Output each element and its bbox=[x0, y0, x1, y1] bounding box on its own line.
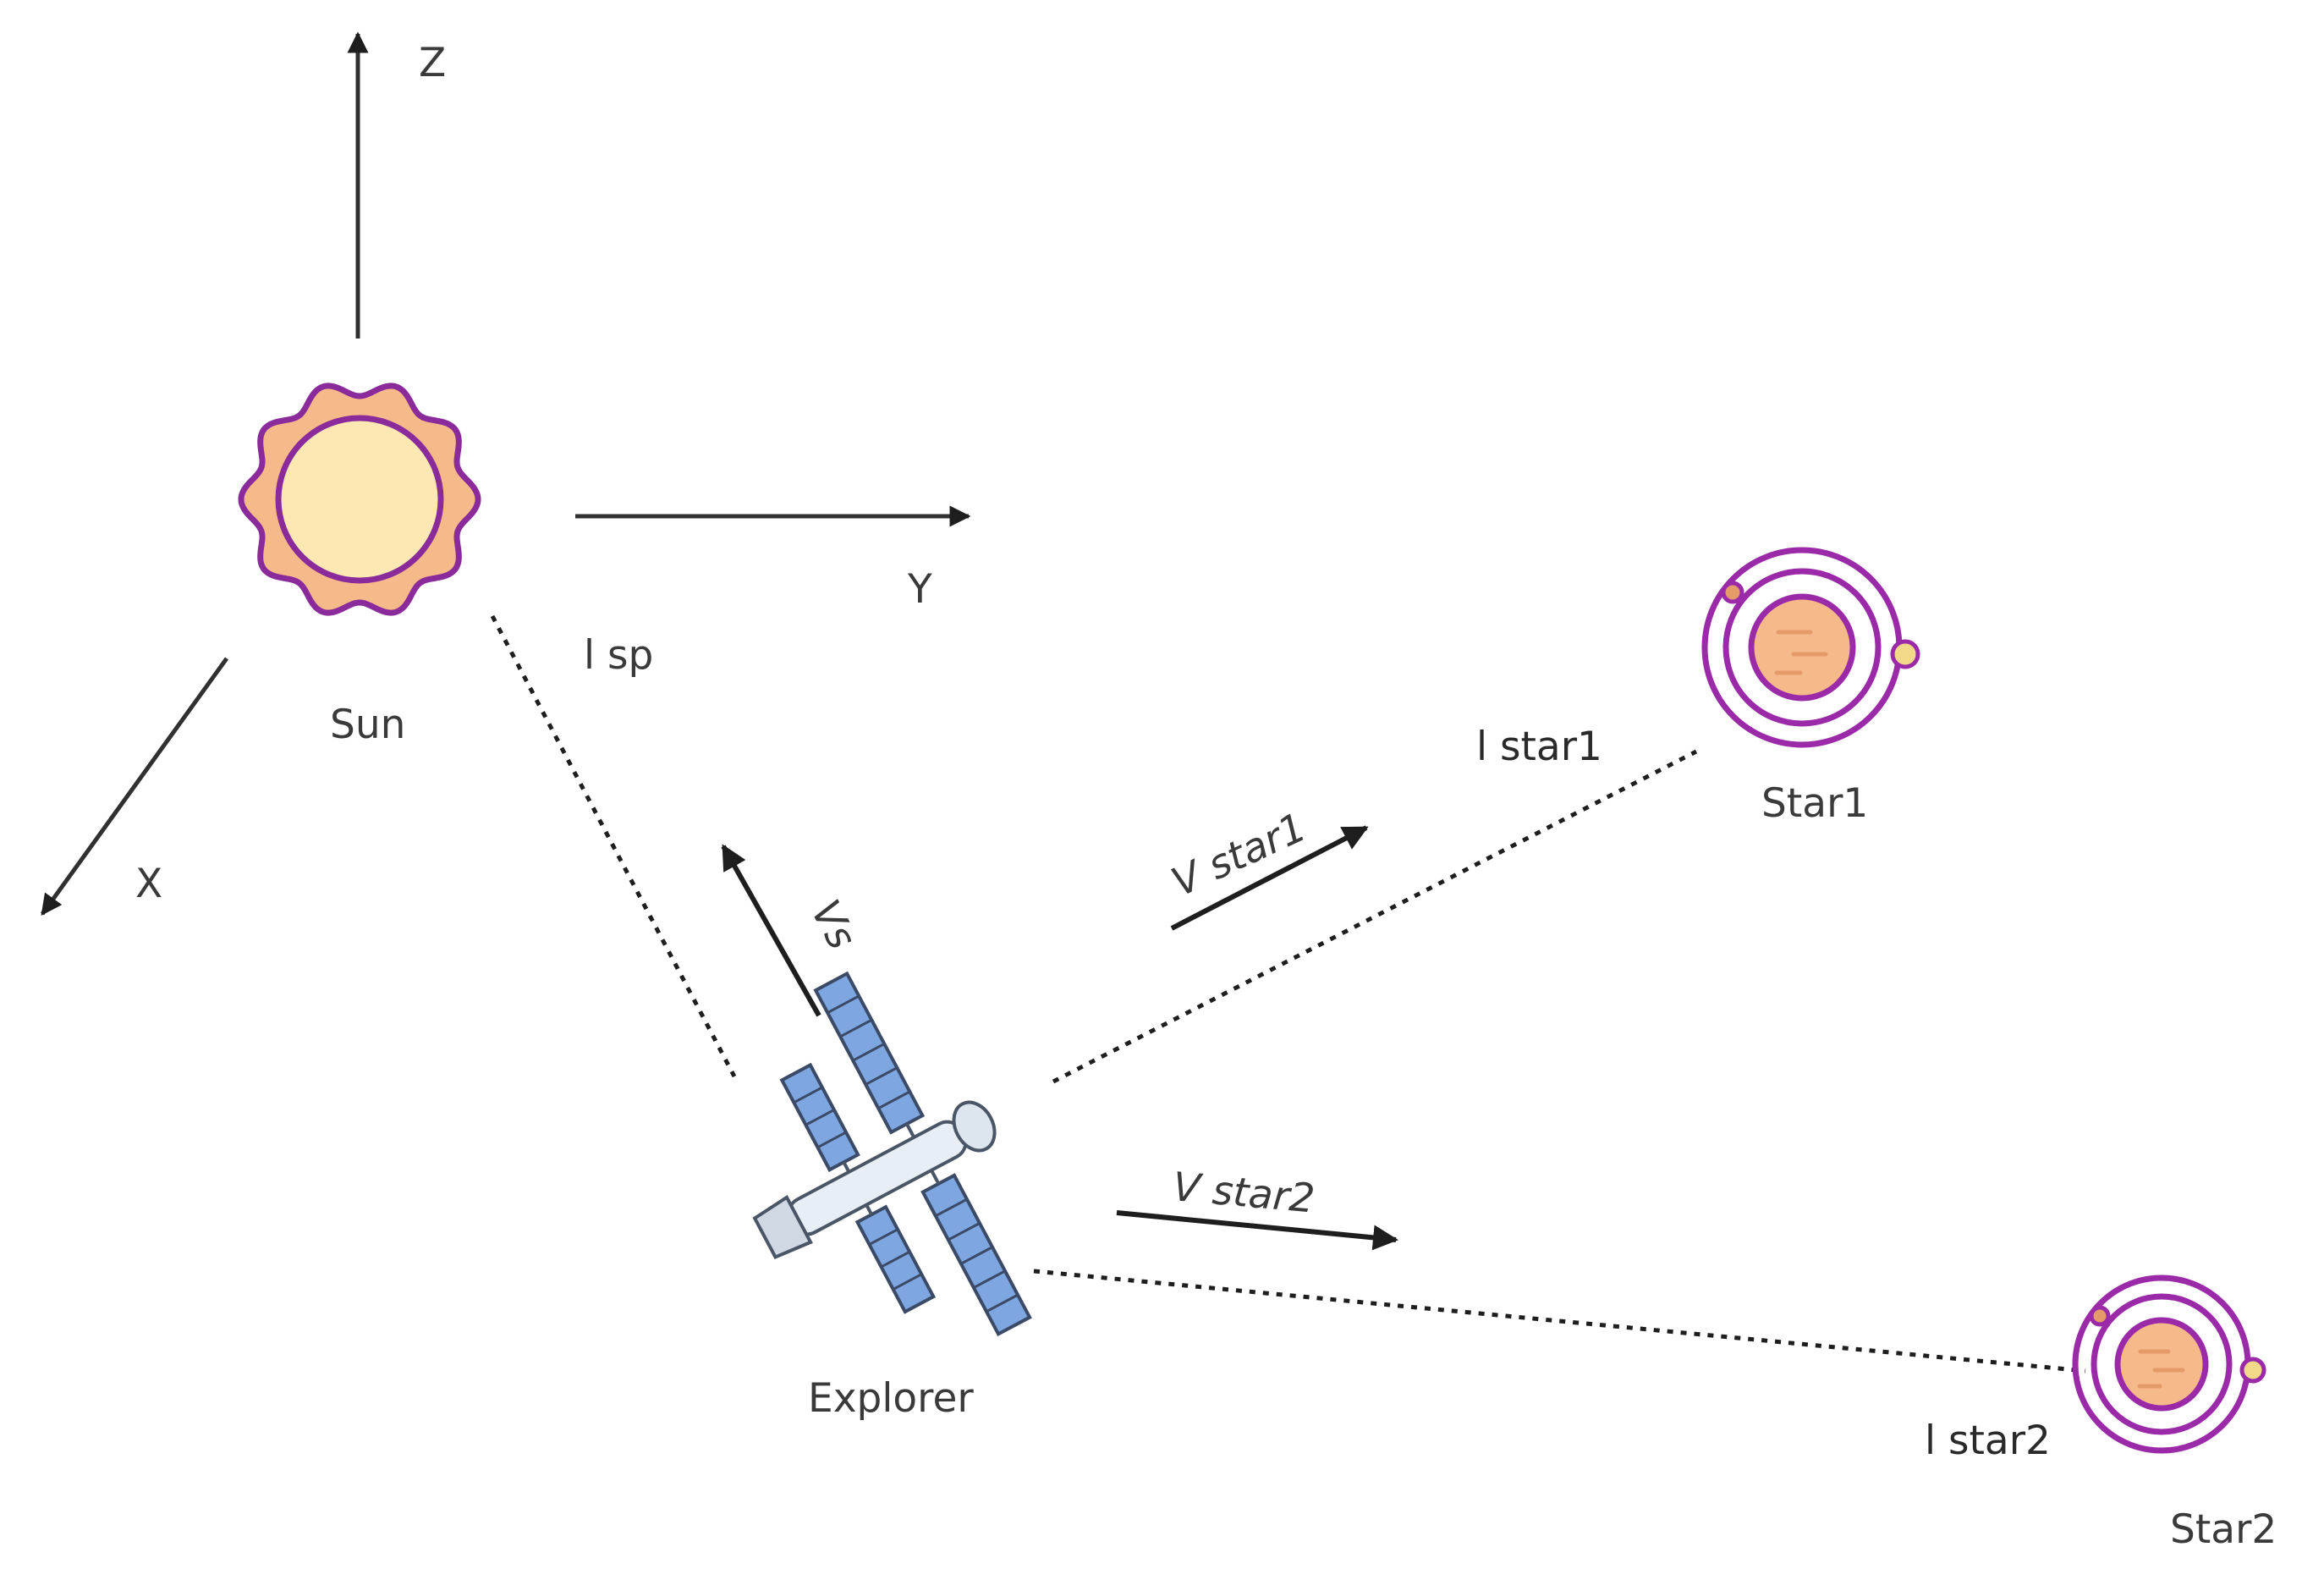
vs-vector-arrow bbox=[721, 844, 821, 1017]
coordinate-axes: Z Y X bbox=[40, 31, 971, 917]
star1-moon-left bbox=[1721, 581, 1744, 604]
satellite-strut bbox=[842, 1161, 851, 1173]
star2-moon-right bbox=[2239, 1357, 2266, 1384]
sun-icon bbox=[238, 383, 481, 616]
sun-explorer-line bbox=[490, 614, 737, 1078]
l-sp-label: l sp bbox=[584, 632, 653, 679]
star2-label: Star2 bbox=[2170, 1506, 2277, 1553]
vstar2-label: V star2 bbox=[1171, 1164, 1316, 1222]
satellite-strut bbox=[905, 1123, 916, 1138]
star1-moon-right bbox=[1890, 639, 1920, 669]
solar-panel-lower-right bbox=[920, 1173, 1032, 1337]
explorer-label: Explorer bbox=[808, 1375, 974, 1422]
l-star2-label: l star2 bbox=[1925, 1418, 2051, 1464]
star1-planet bbox=[1748, 593, 1856, 702]
y-axis-label: Y bbox=[907, 566, 932, 613]
vs-label: Vs bbox=[801, 893, 865, 957]
l-star1-label: l star1 bbox=[1476, 724, 1602, 770]
sun-label: Sun bbox=[330, 702, 405, 748]
vstar1-vector-arrow bbox=[1170, 825, 1369, 931]
star1-icon bbox=[1701, 547, 1920, 748]
star1-label: Star1 bbox=[1761, 780, 1868, 827]
star2-planet bbox=[2114, 1317, 2209, 1412]
satellite-nose bbox=[752, 1194, 813, 1259]
solar-panel-upper-left bbox=[779, 1062, 860, 1172]
star2-icon bbox=[2072, 1274, 2266, 1454]
satellite-engine bbox=[952, 1100, 997, 1153]
z-axis-label: Z bbox=[419, 40, 446, 86]
solar-panel-lower-left bbox=[854, 1204, 937, 1314]
sun-core bbox=[275, 415, 444, 584]
x-axis-label: X bbox=[135, 861, 162, 907]
x-axis-arrow bbox=[40, 657, 229, 917]
explorer-satellite-icon bbox=[752, 971, 1032, 1337]
satellite-strut bbox=[930, 1169, 941, 1185]
explorer-star1-line bbox=[1052, 749, 1698, 1084]
satellite-strut bbox=[865, 1203, 873, 1216]
solar-panel-upper-right bbox=[813, 971, 926, 1135]
explorer-star2-line bbox=[1033, 1269, 2086, 1374]
star1-inner-orbit bbox=[1722, 568, 1882, 727]
star2-moon-left bbox=[2089, 1305, 2111, 1327]
vs-label-text: Vs bbox=[801, 893, 865, 957]
star2-inner-orbit bbox=[2091, 1293, 2233, 1435]
vstar2-vector-arrow bbox=[1116, 1210, 1398, 1251]
